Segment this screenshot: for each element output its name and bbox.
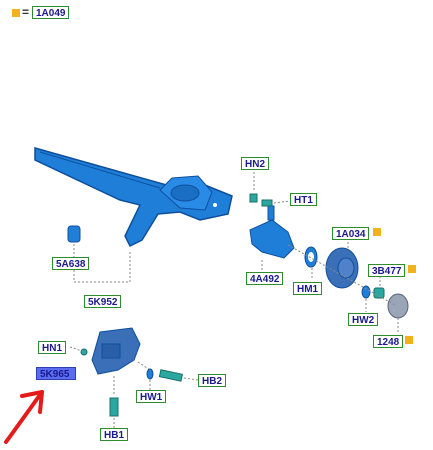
callout-hm1[interactable]: HM1 [293, 282, 323, 295]
washer-hw2 [361, 285, 371, 312]
callout-hw1[interactable]: HW1 [136, 390, 167, 403]
callout-hw2[interactable]: HW2 [348, 313, 379, 326]
ring-hm1 [304, 246, 318, 280]
callout-1a049[interactable]: 1A049 [32, 6, 70, 19]
flag-icon [373, 228, 381, 236]
leader-5k952 [73, 250, 131, 283]
callout-hn2[interactable]: HN2 [241, 157, 270, 170]
flag-icon [405, 336, 413, 344]
callout-5k952[interactable]: 5K952 [84, 295, 122, 308]
callout-ht1[interactable]: HT1 [290, 193, 317, 206]
bushing-5a638 [67, 225, 81, 258]
flag-icon [408, 265, 416, 273]
callout-5k965[interactable]: 5K965 [36, 367, 76, 380]
equals-sign: = [22, 5, 30, 19]
callout-1a034[interactable]: 1A034 [332, 227, 370, 240]
callout-hb1[interactable]: HB1 [100, 428, 129, 441]
axle-beam [34, 147, 233, 248]
nut-hn2 [249, 172, 258, 203]
flag-icon [12, 9, 20, 17]
bolt-hb2 [158, 369, 199, 382]
bracket-5k965 [69, 327, 151, 396]
bolt-hb1 [109, 397, 119, 428]
callout-hb2[interactable]: HB2 [198, 374, 227, 387]
callout-1248[interactable]: 1248 [373, 335, 404, 348]
callout-hn1[interactable]: HN1 [38, 341, 67, 354]
nut-3b477 [373, 276, 385, 299]
callout-5a638[interactable]: 5A638 [52, 257, 90, 270]
callout-3b477[interactable]: 3B477 [368, 264, 406, 277]
hub-1a034 [325, 238, 359, 289]
callout-4a492[interactable]: 4A492 [246, 272, 284, 285]
cap-1248 [387, 293, 409, 334]
assembly-axis [287, 244, 396, 306]
red-arrow-marker [4, 390, 44, 444]
bolt-ht1 [261, 199, 291, 207]
washer-hw1 [146, 368, 154, 390]
wheel-knuckle [249, 205, 295, 270]
